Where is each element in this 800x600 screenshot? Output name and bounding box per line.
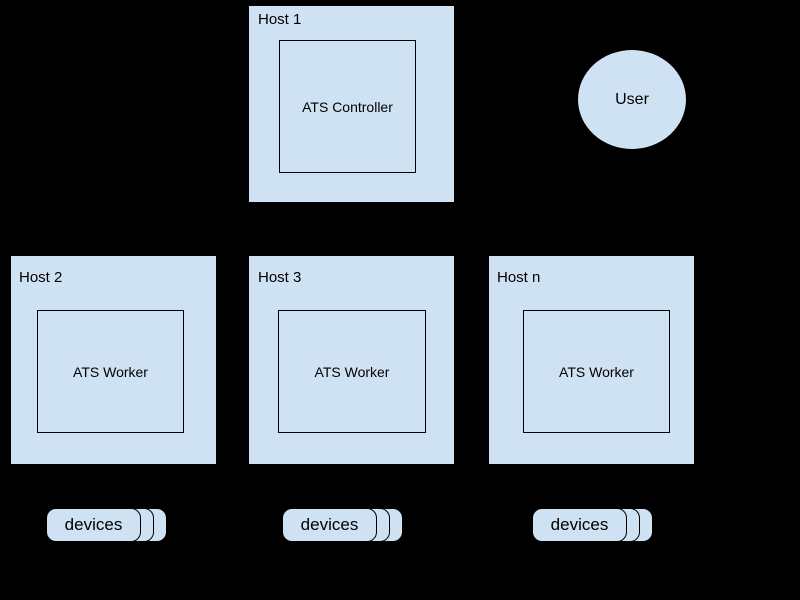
devices-stack-1: devices: [46, 508, 171, 542]
ats-worker-box-2: ATS Worker: [278, 310, 426, 433]
devices-stack-1-front-card: devices: [46, 508, 141, 542]
host2-label: Host 2: [19, 269, 63, 286]
devices-stack-3: devices: [532, 508, 657, 542]
user-label: User: [615, 90, 649, 108]
devices-label-3: devices: [550, 515, 609, 534]
host1-label: Host 1: [258, 11, 302, 28]
host2-box: Host 2 ATS Worker: [10, 255, 217, 465]
user-node: User: [577, 49, 687, 150]
ats-worker-label-2: ATS Worker: [314, 363, 390, 380]
devices-stack-2: devices: [282, 508, 407, 542]
hostn-box: Host n ATS Worker: [488, 255, 695, 465]
devices-label-1: devices: [64, 515, 123, 534]
hostn-label: Host n: [497, 269, 541, 286]
host1-box: Host 1 ATS Controller: [248, 5, 455, 203]
devices-stack-3-front-card: devices: [532, 508, 627, 542]
devices-stack-2-front-card: devices: [282, 508, 377, 542]
ats-controller-box: ATS Controller: [279, 40, 416, 173]
ats-worker-box-n: ATS Worker: [523, 310, 670, 433]
ats-worker-label-1: ATS Worker: [73, 363, 148, 380]
ats-worker-label-n: ATS Worker: [559, 363, 634, 380]
host3-box: Host 3 ATS Worker: [248, 255, 455, 465]
ats-controller-label: ATS Controller: [302, 98, 393, 115]
host3-label: Host 3: [258, 269, 302, 286]
devices-label-2: devices: [300, 515, 359, 534]
ats-worker-box-1: ATS Worker: [37, 310, 184, 433]
